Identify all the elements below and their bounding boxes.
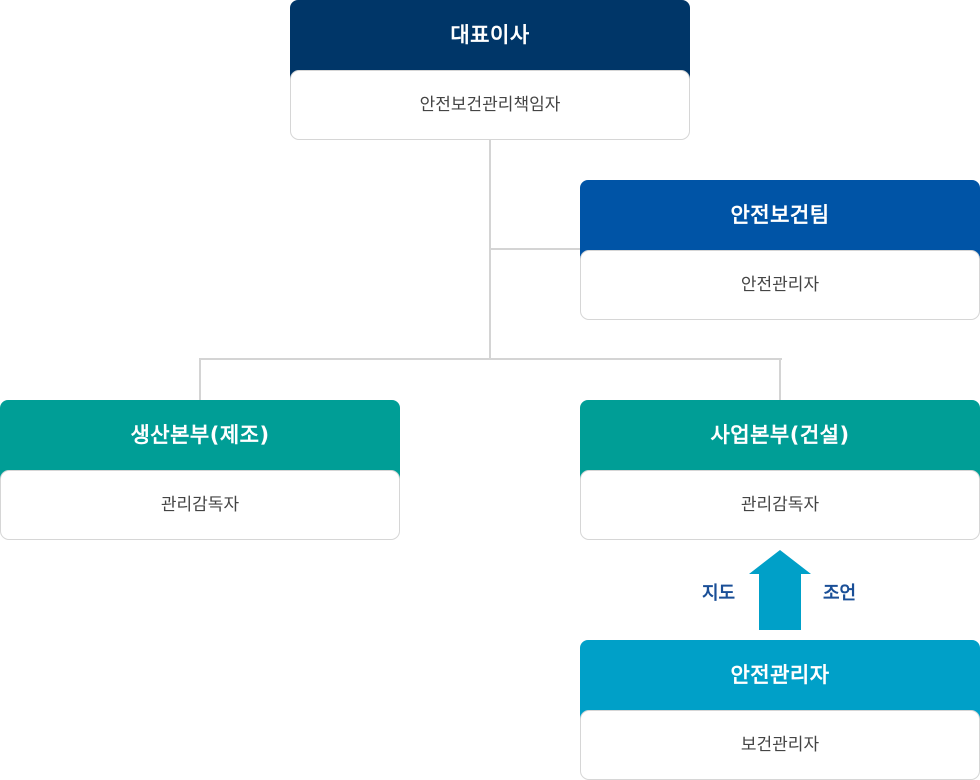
node-safety-team-title: 안전보건팀: [580, 180, 980, 260]
node-production-title: 생산본부(제조): [0, 400, 400, 480]
up-arrow-icon: [749, 550, 811, 630]
node-safety-team: 안전보건팀 안전관리자: [580, 180, 980, 320]
node-production-subtitle: 관리감독자: [0, 470, 400, 540]
node-business: 사업본부(건설) 관리감독자: [580, 400, 980, 540]
node-production: 생산본부(제조) 관리감독자: [0, 400, 400, 540]
node-safety-manager-subtitle: 보건관리자: [580, 710, 980, 780]
connector-business: [779, 358, 781, 400]
node-safety-team-subtitle: 안전관리자: [580, 250, 980, 320]
node-safety-manager: 안전관리자 보건관리자: [580, 640, 980, 780]
connector-divisions-horizontal: [199, 358, 782, 360]
arrow-label-guidance: 지도: [702, 583, 736, 604]
node-ceo-title: 대표이사: [290, 0, 690, 80]
connector-safety-team: [490, 248, 580, 250]
node-safety-manager-title: 안전관리자: [580, 640, 980, 720]
node-ceo-subtitle: 안전보건관리책임자: [290, 70, 690, 140]
node-business-subtitle: 관리감독자: [580, 470, 980, 540]
node-business-title: 사업본부(건설): [580, 400, 980, 480]
connector-production: [199, 358, 201, 400]
arrow-label-advice: 조언: [823, 583, 857, 604]
node-ceo: 대표이사 안전보건관리책임자: [290, 0, 690, 140]
